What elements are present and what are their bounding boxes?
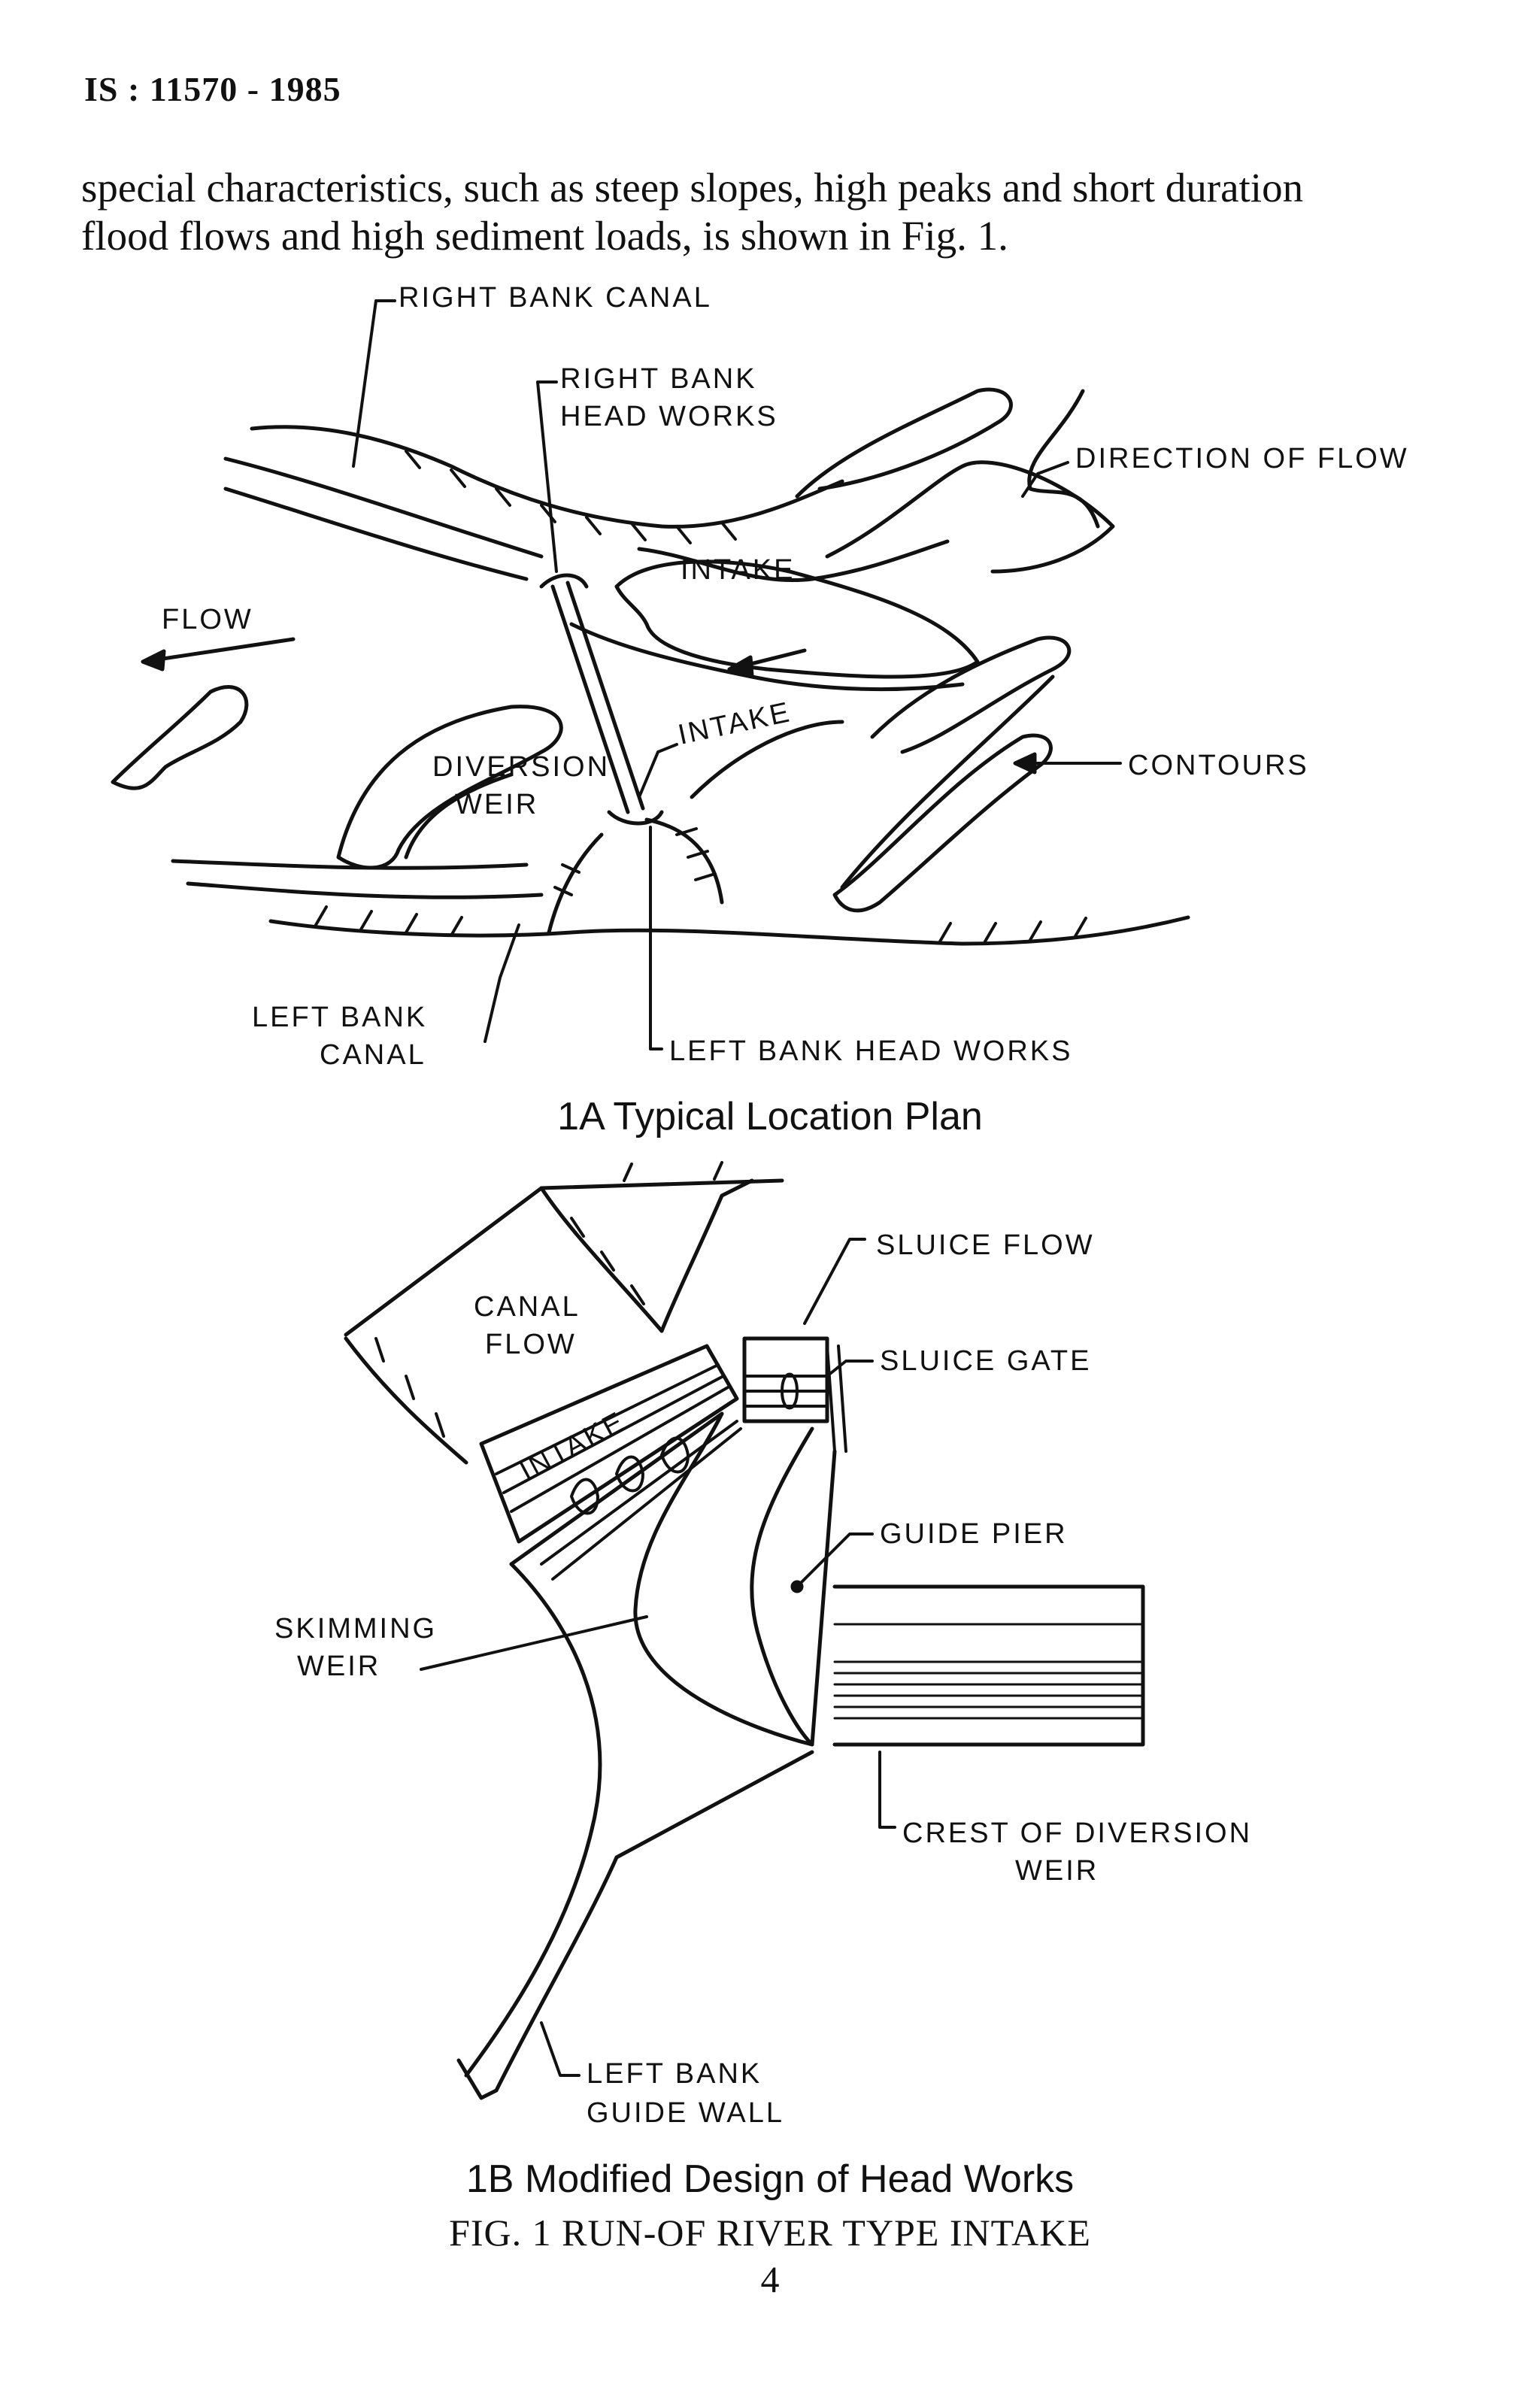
- canal-bank-left: [344, 1186, 544, 1337]
- left-bank-guide-wall: [464, 1562, 602, 2078]
- intake-frame: [479, 1344, 739, 1544]
- leader-left-bank-head-works: [649, 826, 663, 1050]
- canal-dividing-wall: [659, 1178, 754, 1333]
- contour-1: [795, 387, 1013, 499]
- paragraph-line-2: flood flows and high sediment loads, is …: [81, 213, 1008, 259]
- contour-5: [870, 635, 1072, 754]
- figure-title: FIG. 1 RUN-OF RIVER TYPE INTAKE: [449, 2212, 1091, 2254]
- left-bank-line: [268, 915, 1190, 946]
- label-crest-1: CREST OF DIVERSION: [902, 1817, 1252, 1849]
- crest-lines: [833, 1623, 1144, 1720]
- caption-figure-1a: 1A Typical Location Plan: [557, 1095, 983, 1138]
- leader-sluice-flow: [803, 1238, 866, 1325]
- island-inner: [404, 772, 514, 859]
- river-loop: [614, 559, 980, 679]
- left-bank-canal: [171, 859, 544, 899]
- label-guide-wall-1: LEFT BANK: [587, 2058, 762, 2090]
- caption-figure-1b: 1B Modified Design of Head Works: [465, 2157, 1075, 2201]
- weir-structure: [550, 581, 645, 814]
- canal-hatch: [374, 1217, 645, 1438]
- label-right-bank-canal: RIGHT BANK CANAL: [399, 282, 712, 314]
- leader-skimming-weir: [420, 1615, 648, 1671]
- cloud-left: [111, 685, 249, 790]
- label-skimming-weir-1: SKIMMING: [274, 1613, 437, 1645]
- island-contour: [336, 705, 563, 870]
- label-skimming-weir-2: WEIR: [297, 1651, 380, 1682]
- label-diversion-weir-1: DIVERSION: [432, 751, 610, 783]
- contour-3: [1027, 389, 1100, 529]
- top-boundary: [539, 1178, 784, 1190]
- leader-direction-of-flow: [1021, 461, 1069, 498]
- page-number: 4: [760, 2258, 780, 2300]
- leader-guide-wall: [540, 2021, 581, 2077]
- label-contours: CONTOURS: [1128, 750, 1309, 781]
- guide-wall-end: [456, 2058, 499, 2100]
- canal-bank-right: [539, 1186, 664, 1333]
- leader-right-bank-head-works: [536, 380, 558, 573]
- left-bank-guide-wall-inner: [494, 1855, 619, 2093]
- label-left-bank-canal-1: LEFT BANK: [252, 1002, 427, 1033]
- leader-right-bank-canal: [352, 299, 396, 468]
- leader-crest: [878, 1751, 896, 1829]
- label-left-bank-head-works: LEFT BANK HEAD WORKS: [669, 1035, 1073, 1067]
- leader-guide-pier: [799, 1532, 874, 1584]
- label-sluice-gate: SLUICE GATE: [880, 1345, 1091, 1377]
- crest-block: [832, 1584, 1145, 1747]
- weir-head: [539, 573, 664, 826]
- intake-bars: [495, 1363, 742, 1581]
- leader-sluice-gate: [826, 1360, 874, 1378]
- label-crest-2: WEIR: [1015, 1855, 1099, 1887]
- figure-1a-labels: RIGHT BANK CANAL RIGHT BANK HEAD WORKS D…: [162, 282, 1409, 1071]
- skimming-weir: [509, 1411, 814, 1747]
- river-band: [569, 622, 965, 692]
- contour-2: [825, 460, 1115, 574]
- label-canal-flow-1: CANAL: [474, 1291, 581, 1323]
- label-intake-lower: INTAKE: [675, 696, 794, 751]
- left-bank-head-works: [547, 817, 724, 935]
- contour-8: [690, 720, 844, 799]
- sluice-right-post: [826, 1345, 847, 1453]
- guide-to-crest: [614, 1750, 814, 1860]
- right-bank-canal: [223, 456, 544, 581]
- contour-6: [840, 675, 1055, 890]
- intake-gates: [570, 1436, 690, 1515]
- guide-pier: [750, 1426, 837, 1747]
- figure-1b-labels: SLUICE FLOW SLUICE GATE CANAL FLOW INTAK…: [274, 1229, 1252, 2129]
- label-guide-wall-2: GUIDE WALL: [587, 2097, 784, 2129]
- standard-number: IS : 11570 - 1985: [84, 70, 341, 108]
- label-right-bank-head-works-2: HEAD WORKS: [560, 401, 778, 432]
- head-works-hatch: [553, 827, 717, 896]
- body-paragraph: special characteristics, such as steep s…: [81, 164, 1495, 260]
- sluice-gate-post: [781, 1372, 799, 1410]
- label-left-bank-canal-2: CANAL: [320, 1039, 426, 1071]
- sluice-gate-bars: [743, 1375, 829, 1408]
- label-canal-flow-2: FLOW: [485, 1329, 577, 1360]
- leader-intake-lower: [638, 743, 678, 799]
- label-guide-pier: GUIDE PIER: [880, 1518, 1068, 1550]
- label-diversion-weir-2: WEIR: [455, 789, 538, 820]
- canal-bank-left-inner: [344, 1336, 468, 1465]
- label-direction-of-flow: DIRECTION OF FLOW: [1075, 443, 1409, 474]
- paragraph-line-1: special characteristics, such as steep s…: [81, 165, 1304, 211]
- label-flow: FLOW: [162, 604, 253, 635]
- guide-pier-dot: [790, 1580, 804, 1593]
- sluice-structure: [742, 1336, 829, 1423]
- right-bank-hatch: [405, 450, 737, 544]
- leader-left-bank-canal: [484, 923, 520, 1043]
- label-intake-upper: INTAKE: [681, 554, 795, 586]
- right-bank-line: [250, 425, 844, 529]
- label-sluice-flow: SLUICE FLOW: [876, 1229, 1095, 1261]
- left-bank-hatch: [314, 905, 1087, 943]
- label-right-bank-head-works-1: RIGHT BANK: [560, 363, 757, 395]
